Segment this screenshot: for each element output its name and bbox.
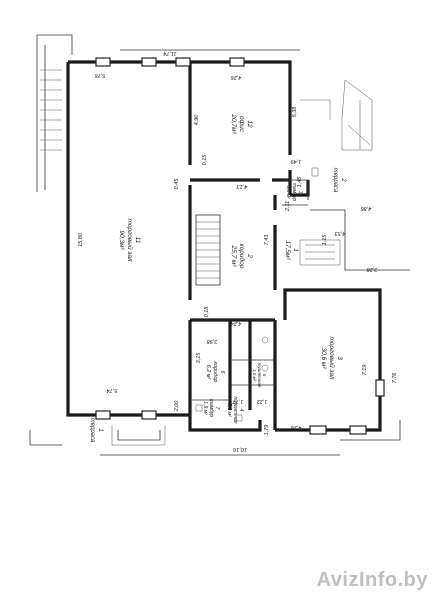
dim-label: 0,45 bbox=[174, 178, 180, 190]
dim-label: 5,38 bbox=[292, 106, 298, 118]
dim-label: 1,49 bbox=[291, 158, 302, 164]
room-labels: 11 торговый зал 90,3м² 12 офис 20,7м² 2 … bbox=[89, 113, 346, 443]
interior-walls bbox=[188, 62, 309, 430]
room-name: тамбур bbox=[291, 183, 297, 202]
room-number: 5 bbox=[262, 374, 267, 377]
room-name: туалетная bbox=[257, 363, 262, 388]
dim-label: 7,43 bbox=[264, 234, 270, 246]
room-area: 25,7 м² bbox=[230, 244, 237, 267]
room-area: 30,6 м² bbox=[320, 347, 327, 369]
dim-label: 4,26 bbox=[290, 424, 302, 430]
room-number: 3 bbox=[336, 356, 343, 360]
dim-label: 15,80 bbox=[78, 232, 84, 247]
room-area: 3,1 м² bbox=[285, 185, 291, 199]
watermark-logo: AvizInfo.by bbox=[316, 569, 428, 591]
room-area: 17,5м² bbox=[284, 240, 291, 260]
dim-label: 4,24 bbox=[231, 320, 242, 326]
dim-label: 4,53 bbox=[334, 230, 346, 236]
dim-label: 4,26 bbox=[230, 74, 242, 80]
terrace-label: терраса bbox=[89, 418, 95, 443]
room-area: 6,2 м² bbox=[205, 365, 211, 380]
dim-label: 7,19 bbox=[362, 365, 368, 376]
fixtures bbox=[195, 167, 319, 422]
room-number: 12 bbox=[246, 120, 253, 128]
site-lines bbox=[29, 34, 410, 456]
dim-label: 1,77 bbox=[232, 398, 244, 404]
dim-label: 1,22 bbox=[257, 398, 268, 404]
dim-label: 2,11 bbox=[285, 201, 291, 212]
terrace-1 bbox=[111, 425, 166, 446]
dim-label: 1,79 bbox=[264, 425, 270, 436]
terrace-number: 2 bbox=[340, 177, 346, 182]
dim-label: 4,90 bbox=[194, 114, 200, 126]
dim-label: 3,98 bbox=[206, 338, 218, 344]
room-number: 4 bbox=[238, 409, 244, 412]
windows bbox=[95, 57, 385, 435]
room-name: туалетная bbox=[232, 396, 238, 424]
room-area: 5,0 м² bbox=[226, 403, 232, 417]
room-number: 1 bbox=[292, 248, 299, 252]
dim-label: 4,13 bbox=[236, 183, 248, 189]
dim-label: 1,15 bbox=[322, 234, 328, 246]
room-name: офис bbox=[238, 116, 245, 133]
dim-label: 1,45 bbox=[297, 176, 303, 188]
terrace-number: 1 bbox=[97, 428, 103, 431]
room-name: тамбур bbox=[208, 399, 214, 418]
dimension-labels: 11,74 5,76 4,26 4,90 5,38 15,80 0,45 0,1… bbox=[78, 50, 398, 452]
dim-label: 10,16 bbox=[232, 446, 247, 452]
dim-label: 2,00 bbox=[174, 400, 180, 413]
dim-label: 7,76 bbox=[392, 372, 398, 384]
room-number: 6 bbox=[219, 370, 225, 374]
room-number: 11 bbox=[134, 237, 141, 244]
terrace-label: терраса bbox=[332, 168, 338, 193]
room-name: торговый зал bbox=[328, 336, 336, 379]
room-area: 1,9 м² bbox=[202, 401, 208, 415]
interior-stairs bbox=[195, 214, 341, 286]
left-stairs bbox=[40, 69, 62, 151]
dim-label: 0,15 bbox=[202, 154, 208, 166]
dim-label: 11,74 bbox=[163, 50, 176, 56]
dim-label: 5,76 bbox=[94, 72, 106, 78]
dim-label: 3,28 bbox=[366, 266, 378, 272]
dim-label: 4,86 bbox=[360, 205, 372, 211]
room-number: 2 bbox=[246, 253, 253, 258]
room-area: 20,7м² bbox=[230, 113, 237, 134]
room-name: коридор bbox=[212, 362, 218, 383]
room-area: 1,5 м² bbox=[252, 369, 257, 382]
dim-label: 5,74 bbox=[107, 387, 118, 393]
room-name: коридор bbox=[238, 244, 246, 269]
dim-label: 3,15 bbox=[196, 352, 202, 364]
room-area: 90,3м² bbox=[118, 230, 125, 250]
room-name: торговый зал bbox=[126, 218, 134, 261]
dim-label: 0,18 bbox=[204, 306, 210, 318]
room-number: 1 bbox=[297, 191, 303, 194]
room-number: 7 bbox=[214, 407, 220, 410]
